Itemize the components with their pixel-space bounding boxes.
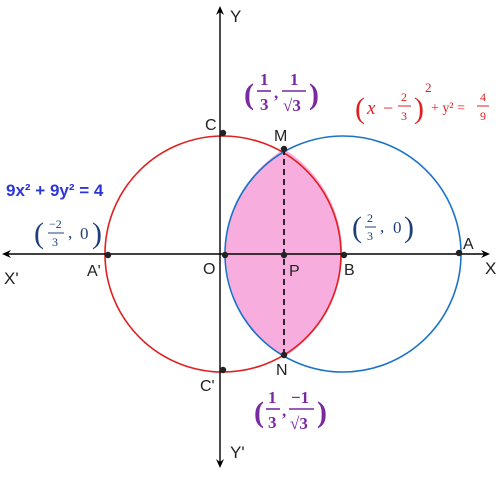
svg-text:3: 3 <box>401 109 407 123</box>
label-p: P <box>289 263 300 280</box>
equation-circle-blue: ( x − 2 3 ) 2 + y² = 4 9 <box>355 80 489 125</box>
svg-text:1: 1 <box>260 70 269 89</box>
label-c: C <box>205 117 217 134</box>
svg-text:3: 3 <box>268 413 277 432</box>
label-a-prime: A' <box>87 263 101 280</box>
svg-text:): ) <box>414 92 424 125</box>
svg-text:2: 2 <box>367 211 373 225</box>
svg-text:0: 0 <box>80 224 89 243</box>
svg-text:2: 2 <box>425 80 432 95</box>
coord-n: ( 1 3 , −1 √3 ) <box>254 388 327 433</box>
svg-text:(: ( <box>34 217 44 250</box>
label-m: M <box>274 128 287 145</box>
svg-text:(: ( <box>254 396 264 429</box>
label-n: N <box>276 362 288 379</box>
svg-text:): ) <box>317 396 327 429</box>
label-c-prime: C' <box>200 378 215 395</box>
coord-a-prime: ( −2 3 , 0 ) <box>34 217 102 250</box>
svg-text:−1: −1 <box>291 388 309 407</box>
svg-text:,: , <box>282 401 286 420</box>
point-origin <box>221 251 229 259</box>
svg-text:,: , <box>274 83 278 102</box>
svg-text:√3: √3 <box>283 96 301 115</box>
svg-text:1: 1 <box>290 70 299 89</box>
coord-b: ( 2 3 , 0 ) <box>352 211 414 244</box>
svg-text:−: − <box>383 98 393 118</box>
svg-text:3: 3 <box>260 95 269 114</box>
svg-text:9: 9 <box>480 109 486 123</box>
svg-text:+ y² =: + y² = <box>431 101 465 116</box>
label-x-neg: X' <box>4 269 19 288</box>
svg-text:√3: √3 <box>290 414 308 433</box>
svg-text:x: x <box>366 98 376 119</box>
point-p <box>280 251 288 259</box>
label-b: B <box>344 262 355 279</box>
svg-text:): ) <box>309 78 319 111</box>
point-n <box>280 351 288 359</box>
coord-m: ( 1 3 , 1 √3 ) <box>244 70 319 115</box>
svg-text:): ) <box>92 217 102 250</box>
svg-text:,: , <box>380 217 384 236</box>
point-c-prime <box>219 366 227 374</box>
svg-text:,: , <box>68 223 72 242</box>
svg-text:(: ( <box>355 92 365 125</box>
label-a: A <box>463 236 474 253</box>
svg-text:(: ( <box>352 211 362 244</box>
svg-text:): ) <box>404 211 414 244</box>
svg-text:3: 3 <box>52 235 58 249</box>
label-y: Y <box>230 7 241 26</box>
label-origin: O <box>203 261 215 278</box>
point-b <box>340 251 348 259</box>
label-x: X <box>485 259 496 278</box>
point-a-prime <box>104 251 112 259</box>
svg-text:2: 2 <box>401 90 407 104</box>
svg-text:1: 1 <box>268 388 277 407</box>
svg-text:0: 0 <box>393 218 402 237</box>
equation-circle-red: 9x² + 9y² = 4 <box>6 181 104 200</box>
point-c <box>219 129 227 137</box>
label-y-neg: Y' <box>230 443 245 462</box>
svg-text:−2: −2 <box>49 217 62 231</box>
svg-text:4: 4 <box>480 90 486 104</box>
svg-text:(: ( <box>244 78 254 111</box>
svg-text:3: 3 <box>367 229 373 243</box>
point-a <box>455 249 463 257</box>
point-m <box>280 145 288 153</box>
